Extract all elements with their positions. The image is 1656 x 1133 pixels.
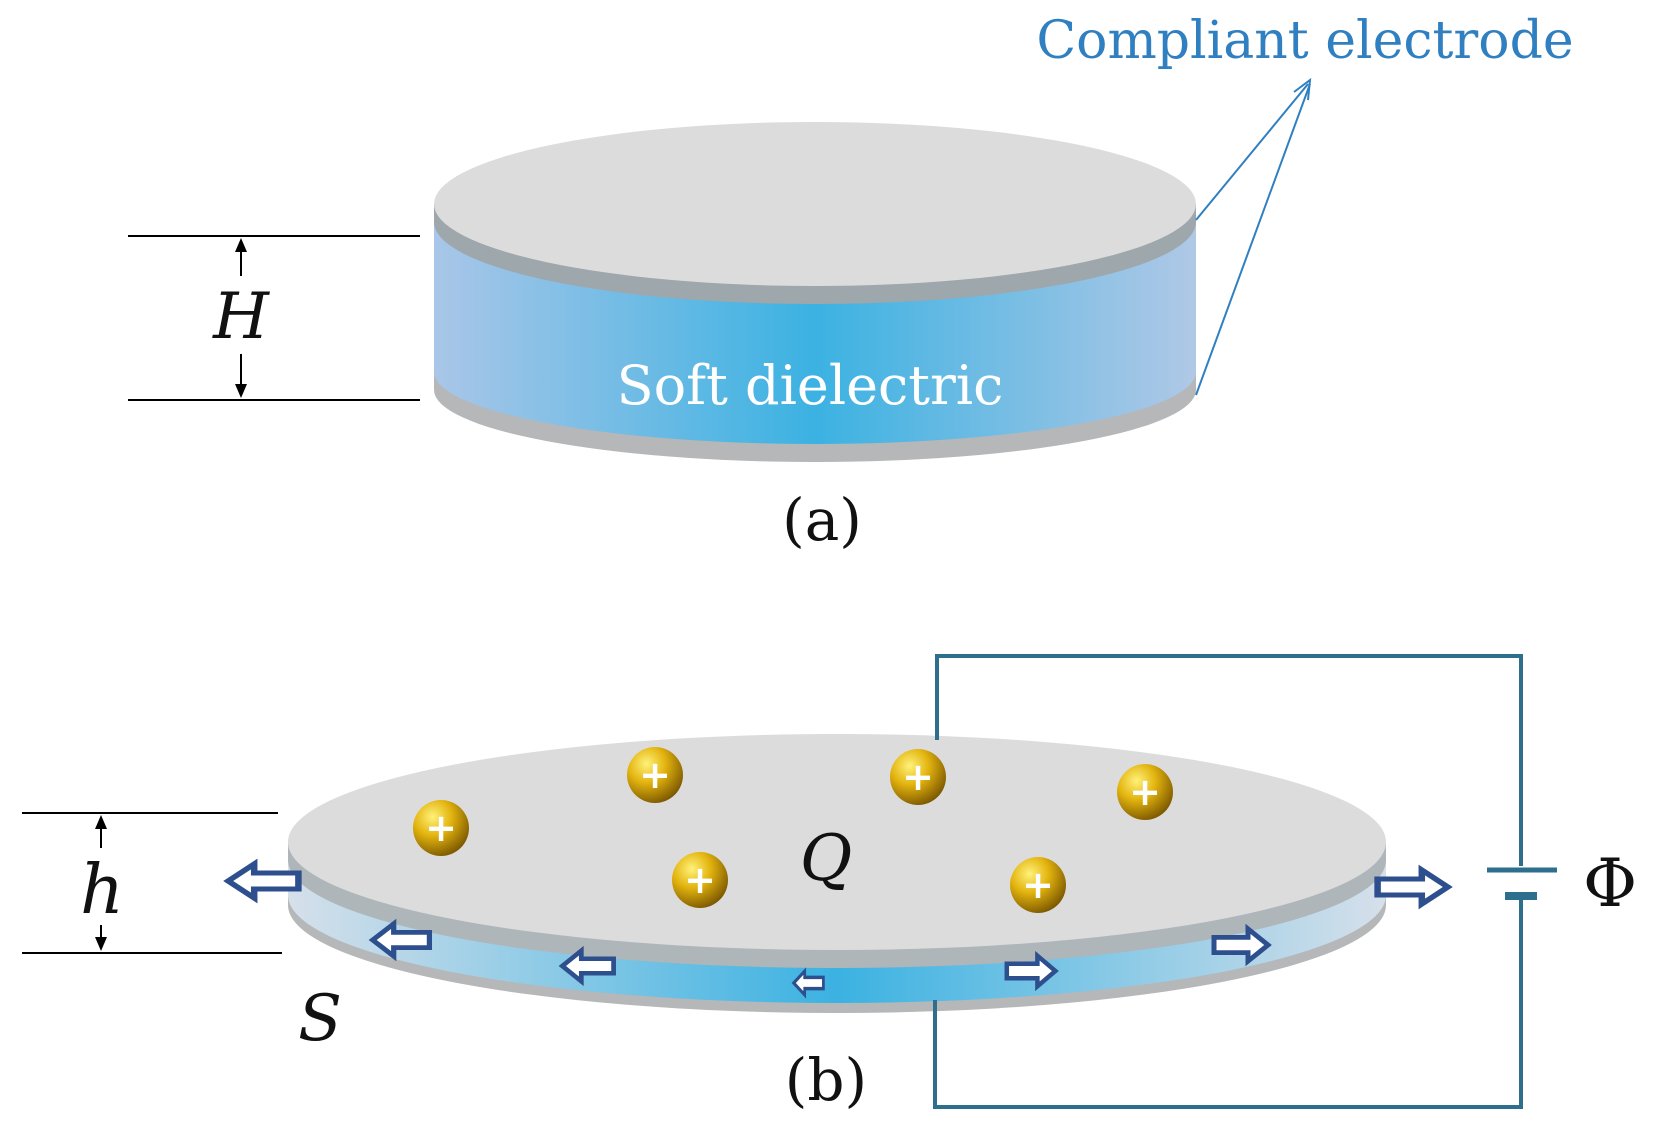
svg-text:+: + — [902, 755, 934, 799]
positive-charge: + — [1117, 764, 1173, 820]
top-electrode-b — [288, 734, 1386, 950]
arrow-left-icon — [228, 864, 298, 898]
label-Phi: Φ — [1583, 845, 1637, 922]
svg-text:+: + — [1129, 770, 1161, 814]
svg-text:+: + — [425, 806, 457, 850]
panel-b: Φ + + + + + — [22, 654, 1637, 1114]
compliant-electrode-pointer: Compliant electrode — [1036, 11, 1574, 396]
positive-charges: + + + + + + — [413, 747, 1173, 913]
disk-b — [288, 734, 1386, 1013]
label-Q: Q — [800, 822, 852, 896]
circuit-wire-top — [935, 654, 1523, 866]
circuit — [933, 654, 1557, 1109]
positive-charge: + — [413, 800, 469, 856]
circuit-wire-bottom — [933, 900, 1523, 1109]
arrow-right-icon — [1378, 870, 1448, 904]
disk-a — [434, 122, 1196, 462]
positive-charge: + — [627, 747, 683, 803]
label-h: h — [80, 851, 124, 930]
label-compliant-electrode: Compliant electrode — [1036, 11, 1573, 71]
label-H: H — [212, 280, 270, 354]
positive-charge: + — [672, 852, 728, 908]
height-dimension-b: h — [22, 812, 282, 954]
positive-charge: + — [890, 749, 946, 805]
label-panel-b: (b) — [785, 1046, 867, 1114]
height-dimension-a: H — [128, 235, 420, 401]
label-panel-a: (a) — [782, 486, 862, 554]
label-soft-dielectric: Soft dielectric — [617, 354, 1004, 417]
panel-a: H Soft dielectric Compliant electrode (a… — [128, 11, 1574, 554]
top-electrode-a — [434, 122, 1196, 286]
svg-text:+: + — [1022, 863, 1054, 907]
svg-text:+: + — [639, 753, 671, 797]
label-S: S — [298, 982, 342, 1056]
svg-text:+: + — [684, 858, 716, 902]
positive-charge: + — [1010, 857, 1066, 913]
